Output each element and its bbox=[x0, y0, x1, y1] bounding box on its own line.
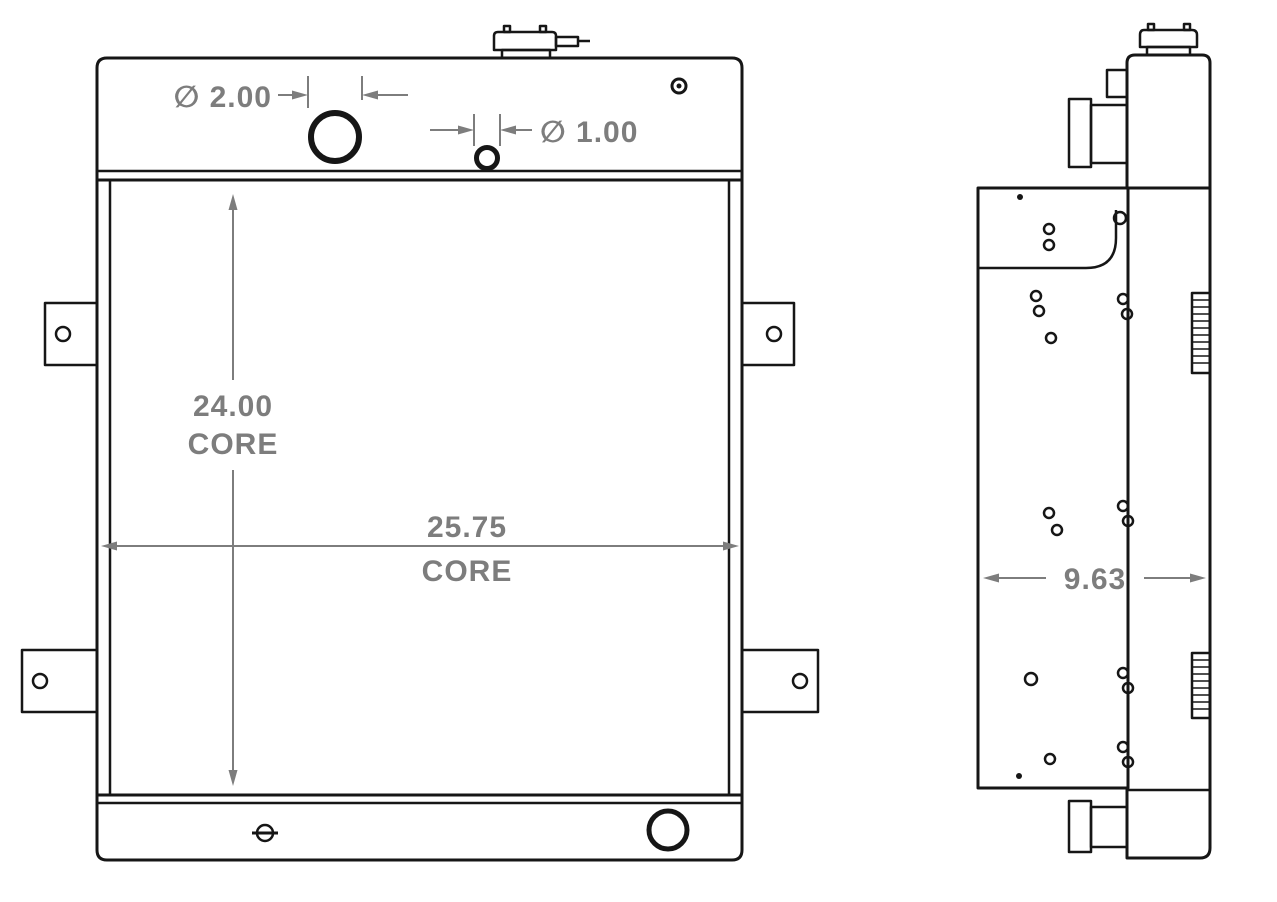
filler-cap-side bbox=[1138, 22, 1199, 57]
bracket-upper-left bbox=[43, 301, 99, 367]
small-top-hole-center bbox=[676, 83, 682, 89]
dim-core-height-label: CORE bbox=[188, 428, 279, 461]
arrowhead-left bbox=[101, 541, 117, 551]
bottom-tank-front bbox=[95, 793, 744, 862]
hole bbox=[1121, 755, 1135, 769]
core-side-channels bbox=[108, 180, 731, 795]
pad-lower-outline bbox=[1190, 651, 1212, 720]
core-front bbox=[95, 178, 744, 797]
cap-handle bbox=[554, 35, 590, 48]
arrowhead-up bbox=[228, 194, 238, 210]
cap-body-side bbox=[1138, 28, 1199, 49]
bracket-lower-right bbox=[740, 648, 820, 714]
small-top-hole bbox=[670, 77, 688, 95]
pad-upper-outline bbox=[1190, 291, 1212, 375]
dim-core-height-value: 24.00 bbox=[193, 390, 273, 423]
hole bbox=[1121, 681, 1135, 695]
arrowhead-right bbox=[1190, 573, 1206, 583]
dim-core-width-value: 25.75 bbox=[427, 511, 507, 544]
outlet-pipe-flange bbox=[1067, 799, 1093, 854]
hole bbox=[1116, 666, 1130, 680]
top-tank-front bbox=[95, 56, 744, 182]
hole bbox=[1112, 210, 1128, 226]
bracket-lower-left bbox=[20, 648, 99, 714]
hole bbox=[1050, 523, 1064, 537]
bracket-upper-right-hole bbox=[765, 325, 783, 343]
bottom-tank-side bbox=[1067, 788, 1212, 860]
mounting-pad-upper bbox=[1190, 291, 1212, 375]
bottom-tank-outline bbox=[95, 793, 744, 862]
cap-ears-side bbox=[1146, 22, 1192, 32]
bottom-tank-side-outline bbox=[1125, 788, 1212, 860]
front-view bbox=[20, 24, 820, 862]
top-tank-outline bbox=[95, 56, 744, 182]
hole bbox=[1032, 304, 1046, 318]
arrowhead-right bbox=[292, 90, 308, 100]
bracket-lower-left-hole bbox=[31, 672, 49, 690]
inlet-pipe-body bbox=[1089, 103, 1129, 165]
dim-small-hole: ∅ 1.00 bbox=[430, 114, 638, 149]
dim-core-width: 25.75 CORE bbox=[101, 511, 739, 588]
pad-upper-hatch bbox=[1192, 299, 1210, 364]
hole bbox=[1044, 331, 1058, 345]
arrowhead-left bbox=[500, 125, 516, 135]
hole bbox=[1116, 740, 1130, 754]
dim-ext-lines bbox=[473, 114, 501, 146]
bracket-upper-left-hole bbox=[54, 325, 72, 343]
hole bbox=[1116, 499, 1130, 513]
inlet-pipe-flange bbox=[1067, 97, 1093, 169]
core-side-outline bbox=[976, 186, 1130, 790]
hole bbox=[1121, 514, 1135, 528]
dim-ext-lines bbox=[307, 76, 363, 108]
hole bbox=[1116, 292, 1130, 306]
outlet-pipe-body bbox=[1089, 805, 1129, 849]
hole bbox=[1043, 752, 1057, 766]
arrowhead-left bbox=[362, 90, 378, 100]
core-side bbox=[976, 186, 1212, 790]
cap-body bbox=[492, 30, 558, 52]
top-tank-side bbox=[1067, 53, 1212, 190]
hole bbox=[1042, 222, 1056, 236]
bracket-lower-right-hole bbox=[791, 672, 809, 690]
arrowhead-right bbox=[458, 125, 474, 135]
pad-lower-hatch bbox=[1192, 659, 1210, 710]
dim-depth: 9.63 bbox=[983, 563, 1206, 596]
hole bbox=[1023, 671, 1039, 687]
outlet-port bbox=[646, 808, 690, 852]
mounting-pad-lower bbox=[1190, 651, 1212, 720]
mounting-brackets bbox=[20, 301, 820, 714]
dim-depth-value: 9.63 bbox=[1064, 563, 1126, 596]
arrowhead-right bbox=[723, 541, 739, 551]
dim-large-hole: ∅ 2.00 bbox=[174, 76, 408, 114]
overflow-fitting bbox=[1105, 68, 1129, 99]
top-tank-side-outline bbox=[1125, 53, 1212, 190]
side-view-holes bbox=[1016, 194, 1135, 779]
arrowhead-down bbox=[228, 770, 238, 786]
hole bbox=[1029, 289, 1043, 303]
dimensions: ∅ 2.00 ∅ 1.00 24.00 CORE 25.75 CORE bbox=[101, 76, 1206, 786]
rivet-dot bbox=[1016, 773, 1022, 779]
hole-1in bbox=[474, 145, 500, 171]
rivet-dot bbox=[1017, 194, 1023, 200]
arrowhead-left bbox=[983, 573, 999, 583]
dim-small-hole-label: ∅ 1.00 bbox=[540, 116, 638, 149]
bracket-upper-right bbox=[740, 301, 796, 367]
cap-ears bbox=[502, 24, 548, 34]
filler-cap-front bbox=[492, 24, 590, 60]
tank-core-seam bbox=[978, 210, 1118, 270]
hole bbox=[1120, 307, 1134, 321]
side-view bbox=[976, 22, 1212, 860]
core-outline bbox=[95, 178, 744, 797]
dim-large-hole-label: ∅ 2.00 bbox=[174, 81, 272, 114]
hole bbox=[1042, 506, 1056, 520]
inlet-hole-2in bbox=[308, 110, 362, 164]
dim-core-height: 24.00 CORE bbox=[188, 194, 279, 786]
dim-core-width-label: CORE bbox=[422, 555, 513, 588]
hole bbox=[1042, 238, 1056, 252]
